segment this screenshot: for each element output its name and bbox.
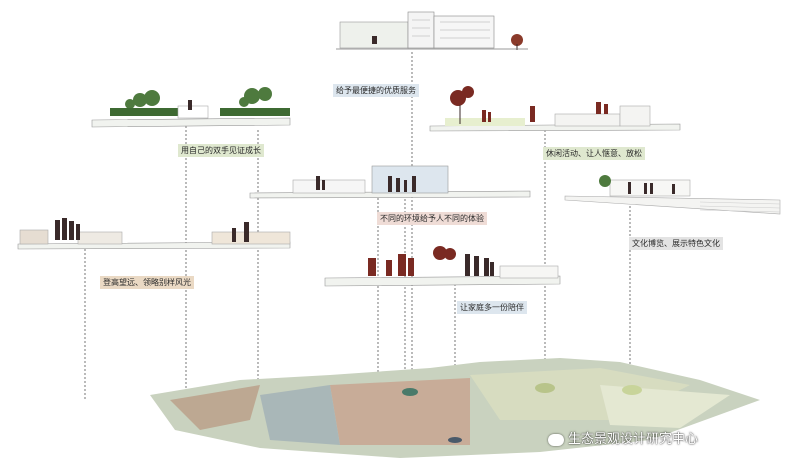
label-culture: 文化博览、展示特色文化: [629, 237, 723, 250]
wechat-icon: [548, 433, 564, 446]
watermark: 生态景观设计研究中心: [548, 428, 698, 447]
label-view: 登高望远、领略别样风光: [100, 276, 194, 289]
label-relax: 休闲活动、让人惬意、放松: [543, 147, 645, 160]
relax-section: [429, 86, 681, 132]
culture-section: [564, 175, 781, 215]
view-section: [17, 218, 291, 250]
watermark-text: 生态景观设计研究中心: [568, 432, 699, 447]
label-own-hands: 用自己的双手见证成长: [178, 144, 264, 157]
middle-section: [249, 165, 531, 199]
garden-section: [91, 87, 291, 128]
label-family: 让家庭多一份陪伴: [457, 301, 527, 314]
label-service: 给予最便捷的优质服务: [333, 84, 419, 97]
leader-lines: [84, 52, 631, 428]
family-section: [324, 246, 561, 287]
top-building-section: [336, 11, 528, 50]
label-diff-env: 不同的环境给予人不同的体验: [377, 212, 487, 225]
base-map: [150, 358, 760, 458]
